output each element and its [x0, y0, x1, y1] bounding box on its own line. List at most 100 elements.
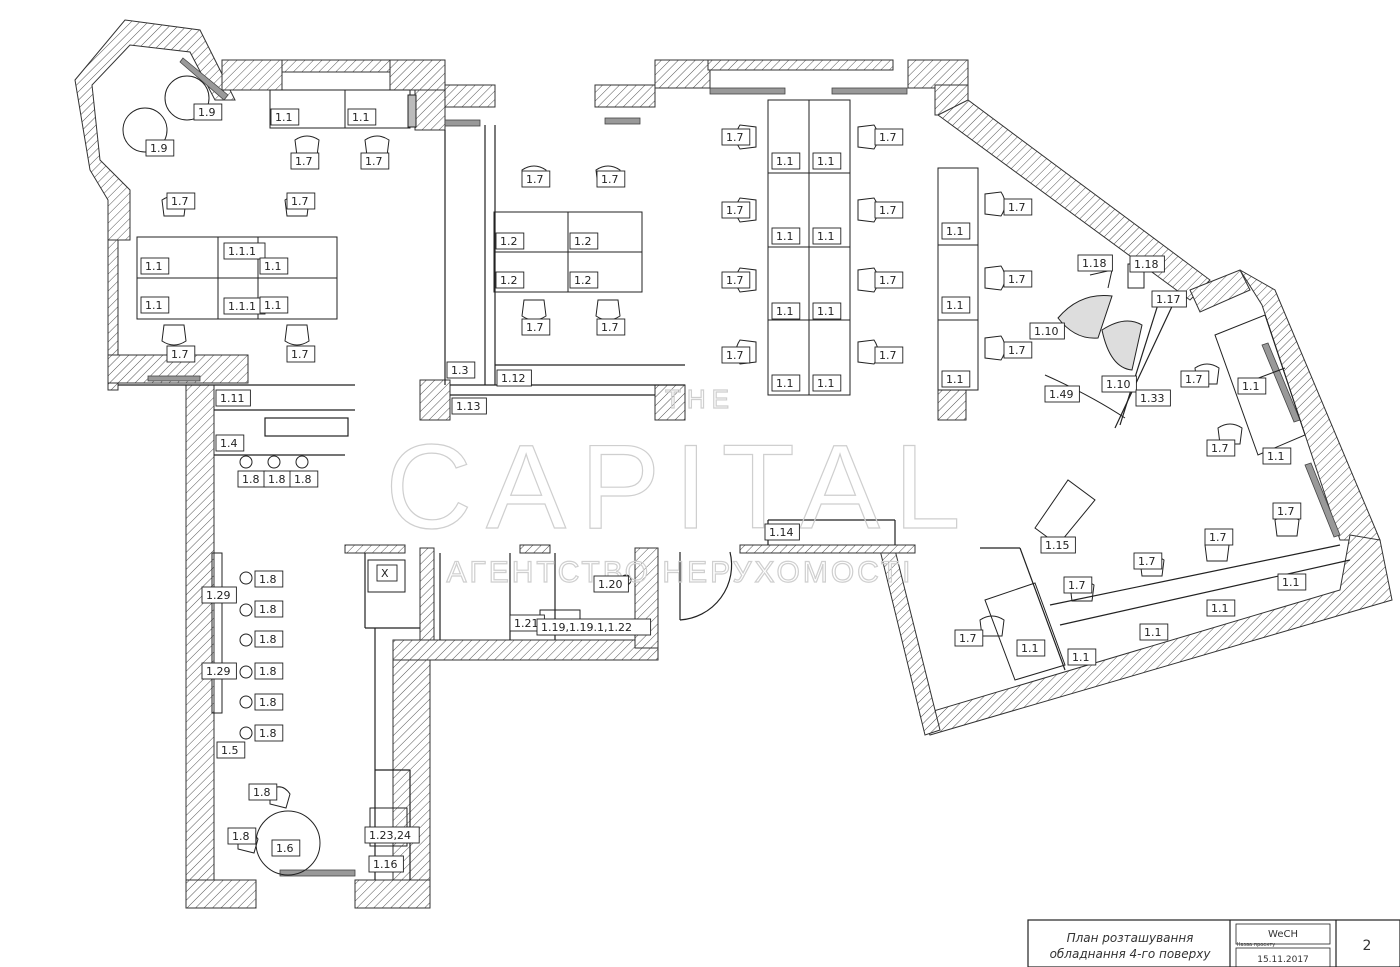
equipment-label-text: 1.7 — [879, 204, 897, 217]
equipment-label: 1.7 — [1206, 439, 1236, 457]
wall-segment — [221, 59, 283, 91]
equipment-label: 1.23,24 — [364, 826, 420, 844]
equipment-label-text: 1.7 — [1211, 442, 1229, 455]
equipment-label-text: 1.1 — [275, 111, 293, 124]
windows — [147, 57, 1341, 877]
equipment-label-text: 1.4 — [220, 437, 238, 450]
wall-segment — [419, 547, 435, 641]
equipment-label: 1.7 — [166, 192, 196, 210]
equipment-label-text: 1.7 — [1068, 579, 1086, 592]
equipment-label-text: 1.12 — [501, 372, 526, 385]
equipment-label-text: 1.29 — [206, 589, 231, 602]
equipment-label: 1.1 — [771, 302, 801, 320]
equipment-label-text: 1.1 — [817, 155, 835, 168]
equipment-label-text: 1.8 — [253, 786, 271, 799]
wall-segment — [1189, 269, 1251, 313]
equipment-label: 1.7 — [874, 201, 904, 219]
equipment-label-text: 1.1 — [1211, 602, 1229, 615]
equipment-label: 1.5 — [216, 741, 246, 759]
equipment-label-text: 1.13 — [456, 400, 481, 413]
title-block-frame — [1027, 919, 1400, 967]
equipment-label-text: 1.9 — [198, 106, 216, 119]
equipment-label-text: 1.1 — [946, 299, 964, 312]
wall-segment — [392, 639, 431, 881]
equipment-label-text: 1.10 — [1106, 378, 1131, 391]
equipment-label-text: 1.8 — [259, 665, 277, 678]
equipment-label: 1.10 — [1029, 322, 1065, 340]
watermark-top: THE — [665, 384, 735, 414]
wall-segment — [919, 534, 1393, 736]
wall-segment — [185, 879, 257, 909]
equipment-label-text: 1.20 — [598, 578, 623, 591]
equipment-label: 1.8 — [254, 630, 284, 648]
equipment-label-text: 1.1 — [776, 377, 794, 390]
title-block: План розташування обладнання 4-го поверх… — [1027, 919, 1400, 967]
equipment-label-text: 1.49 — [1049, 388, 1074, 401]
equipment-label-text: 1.7 — [879, 131, 897, 144]
equipment-label: 1.17 — [1151, 290, 1187, 308]
equipment-label-text: 1.7 — [1277, 505, 1295, 518]
equipment-label: 1.11 — [215, 389, 251, 407]
watermark: THE CAPITAL АГЕНТСТВО НЕРУХОМОСТІ — [385, 383, 974, 589]
equipment-label-text: 1.1 — [946, 373, 964, 386]
wall-segment — [707, 59, 894, 71]
equipment-label-text: 1.17 — [1156, 293, 1181, 306]
cabinet — [407, 94, 417, 128]
equipment-label: 1.1 — [812, 227, 842, 245]
equipment-label: 1.1 — [270, 108, 300, 126]
equipment-label-text: 1.1 — [1144, 626, 1162, 639]
equipment-label: 1.1 — [812, 152, 842, 170]
watermark-sub: АГЕНТСТВО НЕРУХОМОСТІ — [446, 556, 913, 589]
wall-segment — [937, 99, 1211, 301]
equipment-label: 1.1 — [347, 108, 377, 126]
equipment-label: 1.1 — [140, 296, 170, 314]
equipment-label: 1.2 — [569, 232, 599, 250]
equipment-label-text: 1.1 — [817, 305, 835, 318]
equipment-label: 1.7 — [521, 170, 551, 188]
equipment-label-text: 1.19,1.19.1,1.22 — [541, 621, 632, 634]
wall-segment — [344, 544, 406, 554]
equipment-label-text: 1.1 — [776, 230, 794, 243]
equipment-label-text: 1.7 — [291, 195, 309, 208]
equipment-label-text: 1.7 — [879, 274, 897, 287]
watermark-main: CAPITAL — [385, 420, 974, 554]
equipment-label: 1.7 — [874, 271, 904, 289]
equipment-label: 1.18 — [1129, 255, 1165, 273]
equipment-label: 1.12 — [496, 369, 532, 387]
equipment-label-text: 1.11 — [220, 392, 245, 405]
round-table — [122, 107, 168, 153]
equipment-label: 1.7 — [874, 346, 904, 364]
sink — [367, 559, 406, 593]
equipment-label: 1.1 — [259, 296, 289, 314]
drawing-date: 15.11.2017 — [1257, 955, 1309, 965]
equipment-label-text: 1.7 — [526, 173, 544, 186]
wall-segment — [907, 59, 969, 89]
window — [279, 869, 356, 877]
equipment-label: 1.1 — [1067, 648, 1097, 666]
equipment-label: 1.1 — [771, 152, 801, 170]
equipment-label: 1.8 — [248, 783, 278, 801]
window — [604, 117, 641, 125]
window — [709, 87, 786, 95]
equipment-label-text: 1.29 — [206, 665, 231, 678]
equipment-label-text: 1.18 — [1082, 257, 1107, 270]
equipment-label-text: 1.7 — [726, 204, 744, 217]
equipment-label: 1.7 — [721, 346, 751, 364]
equipment-label: 1.1 — [771, 374, 801, 392]
equipment-label-text: 1.7 — [879, 349, 897, 362]
equipment-label: 1.3 — [446, 361, 476, 379]
equipment-label-text: 1.1 — [946, 225, 964, 238]
equipment-label-text: 1.7 — [365, 155, 383, 168]
window — [831, 87, 908, 95]
equipment-label-text: 1.7 — [726, 131, 744, 144]
equipment-label: 1.7 — [360, 152, 390, 170]
equipment-label-text: 1.7 — [601, 321, 619, 334]
equipment-label-text: 1.16 — [373, 858, 398, 871]
equipment-label-text: 1.1.1 — [228, 245, 256, 258]
equipment-label: 1.8 — [254, 693, 284, 711]
equipment-label: 1.8 — [254, 600, 284, 618]
equipment-label-text: 1.1 — [1282, 576, 1300, 589]
equipment-label-text: 1.1 — [264, 299, 282, 312]
equipment-label: 1.1 — [812, 302, 842, 320]
